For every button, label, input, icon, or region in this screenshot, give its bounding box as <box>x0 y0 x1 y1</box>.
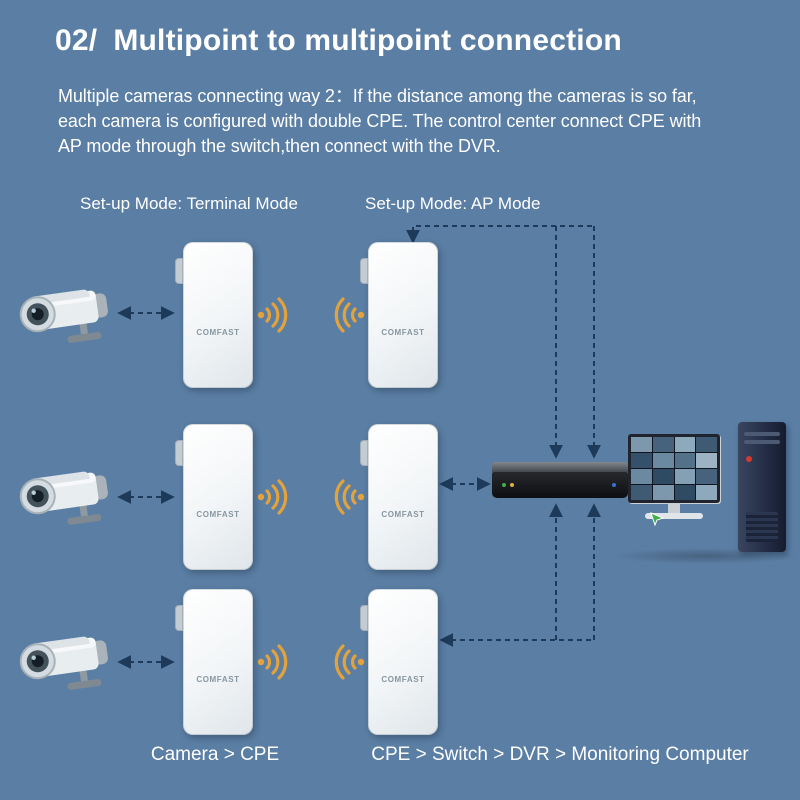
camera-feed-cell <box>631 437 652 452</box>
camera-feed-cell <box>674 485 696 500</box>
cpe-device-ap-1: COMFAST <box>360 242 438 388</box>
cpe-device-terminal-1: COMFAST <box>175 242 253 388</box>
dvr-switch-device <box>492 462 628 500</box>
terminal-mode-label: Set-up Mode: Terminal Mode <box>80 194 298 213</box>
cpe-brand-label: COMFAST <box>196 675 240 684</box>
wifi-signal-icon <box>328 477 368 517</box>
ap-mode-label: Set-up Mode: AP Mode <box>365 194 541 213</box>
cpe-brand-label: COMFAST <box>381 510 425 519</box>
dvr-front-face <box>492 472 628 498</box>
camera-feed-cell <box>674 453 696 468</box>
cpe-device-ap-2: COMFAST <box>360 424 438 570</box>
description-line-1: Multiple cameras connecting way 2：If the… <box>58 86 697 106</box>
camera-feed-cell <box>652 437 674 452</box>
camera-feed-cell <box>696 485 717 500</box>
wifi-signal-icon <box>328 295 368 335</box>
camera-feed-cell <box>674 469 696 484</box>
monitor-bezel <box>628 434 720 503</box>
cursor-arrow-icon <box>650 512 665 527</box>
cpe-device-terminal-2: COMFAST <box>175 424 253 570</box>
description: Multiple cameras connecting way 2：If the… <box>58 84 701 158</box>
row1-feeder <box>406 225 594 244</box>
camera-feed-cell <box>674 437 696 452</box>
caption-cpe-switch-dvr: CPE > Switch > DVR > Monitoring Computer <box>371 744 749 765</box>
monitor-device <box>628 434 720 519</box>
description-line-3: AP mode through the switch,then connect … <box>58 135 501 156</box>
cpe-brand-label: COMFAST <box>196 328 240 337</box>
camera-feed-cell <box>696 437 717 452</box>
camera-feed-cell <box>696 469 717 484</box>
camera-feed-cell <box>652 485 674 500</box>
cpe-device-terminal-3: COMFAST <box>175 589 253 735</box>
camera-icon <box>16 623 120 699</box>
cpe-brand-label: COMFAST <box>381 328 425 337</box>
vent-grille <box>746 512 778 542</box>
camera-feed-cell <box>631 485 652 500</box>
camera-icon <box>16 276 120 352</box>
drive-bay <box>744 440 780 444</box>
camera-feed-cell <box>631 453 652 468</box>
dvr-led <box>612 483 616 487</box>
camera-feed-cell <box>696 453 717 468</box>
cpe-device-ap-3: COMFAST <box>360 589 438 735</box>
wifi-signal-icon <box>254 295 294 335</box>
monitor-stand <box>668 503 680 513</box>
section-title-text: Multipoint to multipoint connection <box>113 24 622 57</box>
description-line-2: each camera is configured with double CP… <box>58 110 702 131</box>
dvr-led <box>502 483 506 487</box>
dvr-top-face <box>492 462 628 472</box>
camera-feed-cell <box>652 453 674 468</box>
section-number: 02/ <box>55 24 98 57</box>
camera-icon <box>16 458 120 534</box>
wifi-signal-icon <box>254 477 294 517</box>
wifi-signal-icon <box>328 642 368 682</box>
floor-shadow <box>610 548 800 564</box>
camera-feed-cell <box>652 469 674 484</box>
power-led <box>746 456 752 462</box>
wifi-signal-icon <box>254 642 294 682</box>
dvr-led <box>510 483 514 487</box>
drive-bay <box>744 432 780 436</box>
monitor-screen-camera-grid <box>631 437 717 500</box>
cpe-brand-label: COMFAST <box>196 510 240 519</box>
cpe-brand-label: COMFAST <box>381 675 425 684</box>
camera-feed-cell <box>631 469 652 484</box>
caption-camera-cpe: Camera > CPE <box>150 744 280 765</box>
monitor-base <box>645 513 703 519</box>
tower-pc-device <box>738 422 786 552</box>
page-title: 02/ Multipoint to multipoint connection <box>55 24 622 58</box>
